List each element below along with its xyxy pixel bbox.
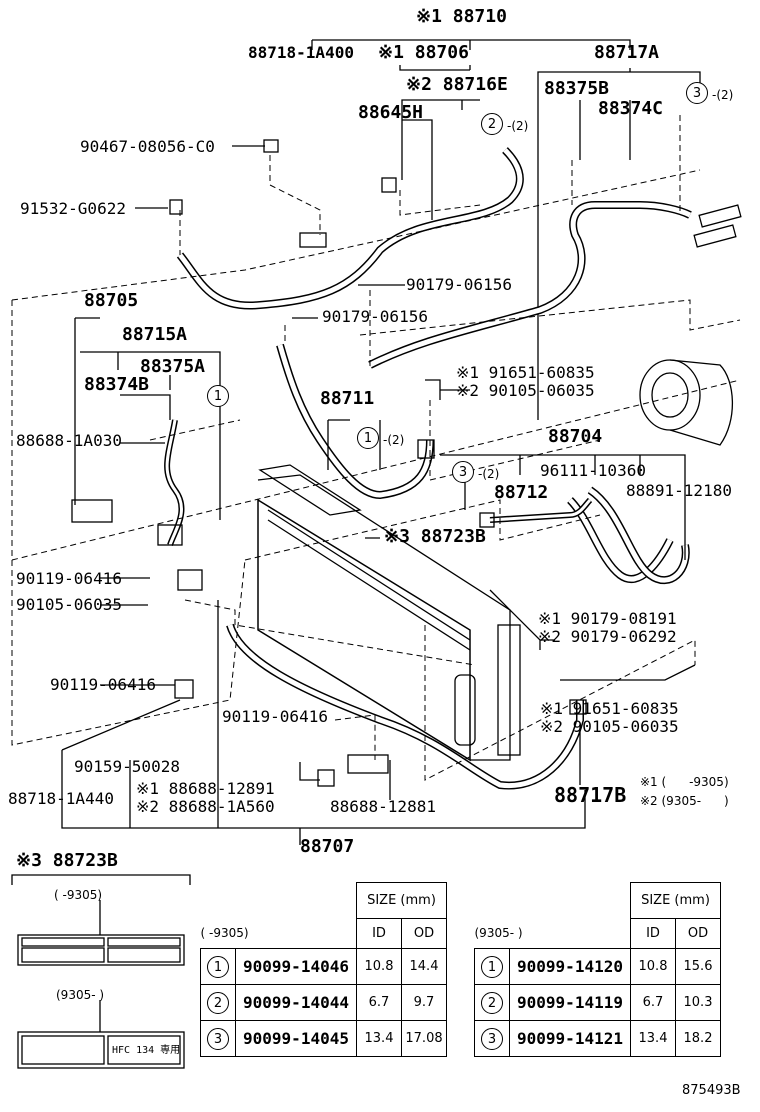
callout-88375a: 88375A bbox=[140, 356, 206, 377]
size-od: 14.4 bbox=[401, 948, 447, 985]
row-no: 3 bbox=[481, 1027, 503, 1050]
table-row: 2 90099-14119 6.7 10.3 bbox=[474, 984, 721, 1021]
qty-ref-2: -(2) bbox=[507, 119, 529, 133]
label-block-title: ※3 88723B bbox=[16, 850, 118, 871]
part-number: 90099-14120 bbox=[509, 948, 631, 985]
callout-90119-06416-b: 90119-06416 bbox=[50, 675, 156, 694]
callout-88723b: ※3 88723B bbox=[384, 526, 486, 547]
part-number: 90099-14046 bbox=[235, 948, 357, 985]
label-sticker-text: HFC 134 専用 bbox=[112, 1045, 181, 1056]
callout-90119-06416-a: 90119-06416 bbox=[16, 569, 122, 588]
qty-ref-3b: -(2) bbox=[478, 467, 500, 481]
ref-circle-3b: 3 bbox=[452, 461, 474, 483]
od-header: OD bbox=[675, 918, 721, 949]
size-od: 9.7 bbox=[401, 984, 447, 1021]
callout-88716e: ※2 88716E bbox=[406, 74, 508, 95]
size-header: SIZE (mm) bbox=[356, 882, 447, 919]
callout-88718-1a400: 88718-1A400 bbox=[248, 43, 354, 62]
callout-88688-1a030: 88688-1A030 bbox=[16, 431, 122, 450]
size-header: SIZE (mm) bbox=[630, 882, 721, 919]
part-number: 90099-14119 bbox=[509, 984, 631, 1021]
ref-circle-1: 1 bbox=[207, 385, 229, 407]
size-od: 18.2 bbox=[675, 1020, 721, 1057]
ref-circle-2: 2 bbox=[481, 113, 503, 135]
callout-88706: ※1 88706 bbox=[378, 42, 469, 63]
callout-88688-1a560: ※2 88688-1A560 bbox=[136, 797, 275, 816]
callout-88711: 88711 bbox=[320, 388, 375, 409]
label-block-early: ( -9305) bbox=[54, 888, 103, 902]
callout-90105-06035-b: 90105-06035 bbox=[16, 595, 122, 614]
callout-88718-1a440: 88718-1A440 bbox=[8, 789, 114, 808]
legend-note-1: ※1 ( -9305) bbox=[640, 775, 729, 789]
callout-90105-06035-c: ※2 90105-06035 bbox=[540, 717, 679, 736]
callout-90179-06156-a: 90179-06156 bbox=[406, 275, 512, 294]
size-id: 13.4 bbox=[630, 1020, 676, 1057]
period-late: (9305- ) bbox=[474, 926, 523, 941]
callout-88374c: 88374C bbox=[598, 98, 664, 119]
id-header: ID bbox=[630, 918, 676, 949]
callout-88645h: 88645H bbox=[358, 102, 424, 123]
callout-88688-12881: 88688-12881 bbox=[330, 797, 436, 816]
callout-88375b: 88375B bbox=[544, 78, 610, 99]
size-id: 13.4 bbox=[356, 1020, 402, 1057]
callout-88715a: 88715A bbox=[122, 324, 188, 345]
table-row: 2 90099-14044 6.7 9.7 bbox=[200, 984, 447, 1021]
figure-number: 875493B bbox=[682, 1083, 741, 1098]
callout-88710: ※1 88710 bbox=[416, 6, 507, 27]
callout-88712: 88712 bbox=[494, 482, 549, 503]
size-table-late: SIZE (mm) (9305- ) ID OD 1 90099-14120 1… bbox=[474, 882, 721, 1057]
callout-88891-12180: 88891-12180 bbox=[626, 481, 732, 500]
row-no: 2 bbox=[481, 991, 503, 1014]
callout-88707: 88707 bbox=[300, 836, 355, 857]
qty-ref-1: -(2) bbox=[383, 433, 405, 447]
callout-90179-06292: ※2 90179-06292 bbox=[538, 627, 677, 646]
size-od: 10.3 bbox=[675, 984, 721, 1021]
legend-note-2: ※2 (9305- ) bbox=[640, 794, 729, 808]
ref-circle-3: 3 bbox=[686, 82, 708, 104]
table-row: 3 90099-14045 13.4 17.08 bbox=[200, 1020, 447, 1057]
callout-88717a: 88717A bbox=[594, 42, 660, 63]
ref-circle-1b: 1 bbox=[357, 427, 379, 449]
row-no: 2 bbox=[207, 991, 229, 1014]
callout-96111-10360: 96111-10360 bbox=[540, 461, 646, 480]
part-number: 90099-14045 bbox=[235, 1020, 357, 1057]
callout-88717b: 88717B bbox=[554, 783, 627, 807]
row-no: 1 bbox=[207, 955, 229, 978]
table-row: 3 90099-14121 13.4 18.2 bbox=[474, 1020, 721, 1057]
part-number: 90099-14121 bbox=[509, 1020, 631, 1057]
callout-90179-06156-b: 90179-06156 bbox=[322, 307, 428, 326]
callout-90179-08191: ※1 90179-08191 bbox=[538, 609, 677, 628]
od-header: OD bbox=[401, 918, 447, 949]
table-row: 1 90099-14046 10.8 14.4 bbox=[200, 948, 447, 985]
table-row: 1 90099-14120 10.8 15.6 bbox=[474, 948, 721, 985]
size-id: 10.8 bbox=[356, 948, 402, 985]
id-header: ID bbox=[356, 918, 402, 949]
size-od: 17.08 bbox=[401, 1020, 447, 1057]
qty-ref-3: -(2) bbox=[712, 88, 734, 102]
size-id: 6.7 bbox=[356, 984, 402, 1021]
callout-91651-60835-a: ※1 91651-60835 bbox=[456, 363, 595, 382]
row-no: 1 bbox=[481, 955, 503, 978]
callout-90159-50028: 90159-50028 bbox=[74, 757, 180, 776]
callout-88705: 88705 bbox=[84, 290, 139, 311]
callout-90467-08056-c0: 90467-08056-C0 bbox=[80, 137, 215, 156]
period-early: ( -9305) bbox=[200, 926, 249, 941]
part-number: 90099-14044 bbox=[235, 984, 357, 1021]
size-table-early: SIZE (mm) ( -9305) ID OD 1 90099-14046 1… bbox=[200, 882, 447, 1057]
callout-90105-06035-a: ※2 90105-06035 bbox=[456, 381, 595, 400]
size-id: 6.7 bbox=[630, 984, 676, 1021]
callout-90119-06416-c: 90119-06416 bbox=[222, 707, 328, 726]
callout-88688-12891: ※1 88688-12891 bbox=[136, 779, 275, 798]
row-no: 3 bbox=[207, 1027, 229, 1050]
callout-91651-60835-b: ※1 91651-60835 bbox=[540, 699, 679, 718]
size-od: 15.6 bbox=[675, 948, 721, 985]
callout-88704: 88704 bbox=[548, 426, 603, 447]
label-block-late: (9305- ) bbox=[56, 988, 105, 1002]
callout-88374b: 88374B bbox=[84, 374, 150, 395]
size-id: 10.8 bbox=[630, 948, 676, 985]
callout-91532-g0622: 91532-G0622 bbox=[20, 199, 126, 218]
